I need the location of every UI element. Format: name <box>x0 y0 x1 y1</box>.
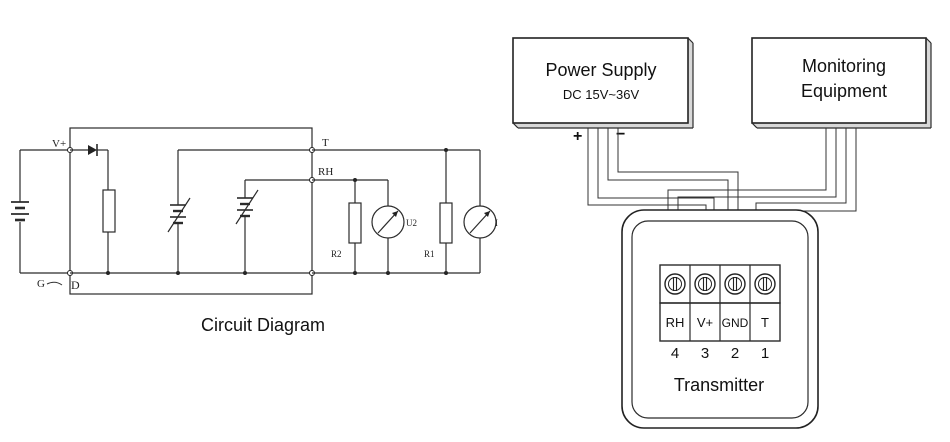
circuit-frame <box>69 127 313 295</box>
ground-lead <box>46 281 63 286</box>
terminal-screw-icon <box>664 273 686 295</box>
wiring-connections: Power Supply DC 15V~36V + − Monitoring E… <box>512 37 932 429</box>
terminal-label: GND <box>722 316 749 330</box>
r2-resistor-icon <box>348 202 362 244</box>
external-loads: R2 U2 R1 I <box>312 148 498 275</box>
resistor-icon <box>102 189 116 233</box>
r2-label: R2 <box>331 249 342 259</box>
diode-icon <box>88 145 97 155</box>
temperature-sensor-element <box>167 149 312 273</box>
minus-label: − <box>616 126 625 143</box>
i-label: I <box>495 218 498 228</box>
u2-label: U2 <box>406 218 417 228</box>
terminal-screw-icon <box>694 273 716 295</box>
r1-resistor-icon <box>439 202 453 244</box>
diode-branch <box>70 144 116 273</box>
terminal-block: RH 4 V+ 3 GND 2 T 1 <box>659 264 781 362</box>
circuit-diagram: V+ G D <box>11 127 498 335</box>
terminal-label: V+ <box>697 315 713 330</box>
terminal-label: T <box>761 315 769 330</box>
monitoring-equipment-box: Monitoring Equipment <box>751 37 932 129</box>
circuit-caption: Circuit Diagram <box>201 315 325 335</box>
vplus-label: V+ <box>52 138 66 150</box>
rh-label: RH <box>318 166 333 178</box>
power-supply-title: Power Supply <box>545 60 656 80</box>
t-label: T <box>322 137 329 149</box>
terminal-number: 3 <box>701 345 709 362</box>
terminal-number: 4 <box>671 345 679 362</box>
monitoring-line2: Equipment <box>801 81 887 101</box>
power-supply-voltage: DC 15V~36V <box>563 87 640 102</box>
terminal-label: RH <box>666 315 685 330</box>
power-supply-box: Power Supply DC 15V~36V <box>512 37 694 129</box>
external-battery <box>11 149 70 274</box>
terminal-number: 2 <box>731 345 739 362</box>
r1-label: R1 <box>424 249 435 259</box>
monitoring-line1: Monitoring <box>802 56 886 76</box>
terminal-number: 1 <box>761 345 769 362</box>
terminal-screw-icon <box>724 273 746 295</box>
transmitter-label: Transmitter <box>674 375 764 395</box>
g-label: G <box>37 278 45 290</box>
terminal-screw-icon <box>754 273 776 295</box>
plus-label: + <box>573 128 582 145</box>
humidity-sensor-element <box>235 179 312 273</box>
d-label: D <box>71 278 80 292</box>
